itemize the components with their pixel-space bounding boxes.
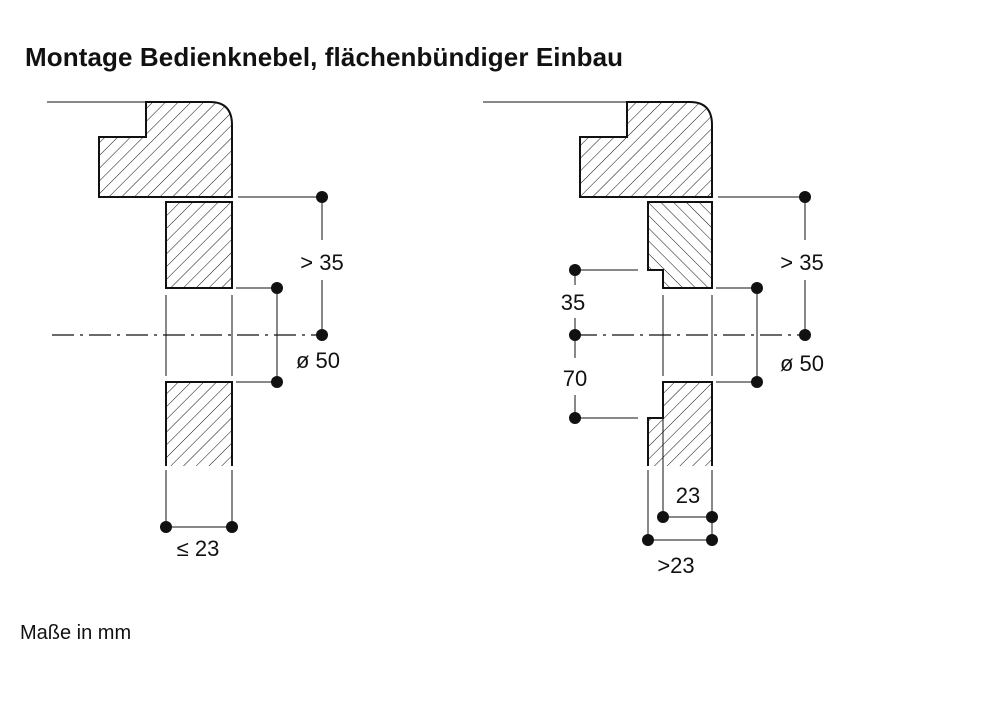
right-diagram: > 35 ø 50 35 70 23 >23 bbox=[483, 101, 824, 578]
worktop-section bbox=[98, 101, 233, 198]
dim-outer-width-label: >23 bbox=[657, 553, 694, 578]
left-diagram: > 35 ø 50 ≤ 23 bbox=[47, 101, 344, 561]
panel-lower-section bbox=[165, 381, 233, 466]
dim-inner-width-label: 23 bbox=[676, 483, 700, 508]
dimension-dot bbox=[160, 521, 172, 533]
dimension-dot bbox=[316, 191, 328, 203]
panel-lower-section bbox=[647, 381, 713, 466]
dim-diameter-label: ø 50 bbox=[780, 351, 824, 376]
dim-width-label: ≤ 23 bbox=[177, 536, 220, 561]
dimension-dot bbox=[642, 534, 654, 546]
panel-upper-section bbox=[165, 201, 233, 289]
dimension-dot bbox=[799, 191, 811, 203]
worktop-section bbox=[579, 101, 713, 198]
dimension-dot bbox=[271, 282, 283, 294]
dim-top-label: > 35 bbox=[780, 250, 823, 275]
dimension-dot bbox=[569, 329, 581, 341]
dimension-dot bbox=[226, 521, 238, 533]
dim-diameter-label: ø 50 bbox=[296, 348, 340, 373]
dimension-dot bbox=[799, 329, 811, 341]
dimension-dot bbox=[657, 511, 669, 523]
dim-top-label: > 35 bbox=[300, 250, 343, 275]
dimension-dot bbox=[271, 376, 283, 388]
panel-upper-section bbox=[647, 201, 713, 289]
units-note: Maße in mm bbox=[20, 622, 132, 644]
dimension-dot bbox=[569, 264, 581, 276]
dimension-dot bbox=[706, 511, 718, 523]
dim-upper-offset-label: 35 bbox=[561, 290, 585, 315]
page-title: Montage Bedienknebel, flächenbündiger Ei… bbox=[25, 42, 624, 72]
dimension-dot bbox=[751, 376, 763, 388]
dimension-dot bbox=[706, 534, 718, 546]
dim-lower-offset-label: 70 bbox=[563, 366, 587, 391]
dimension-dot bbox=[751, 282, 763, 294]
dimension-dot bbox=[316, 329, 328, 341]
dimension-dot bbox=[569, 412, 581, 424]
